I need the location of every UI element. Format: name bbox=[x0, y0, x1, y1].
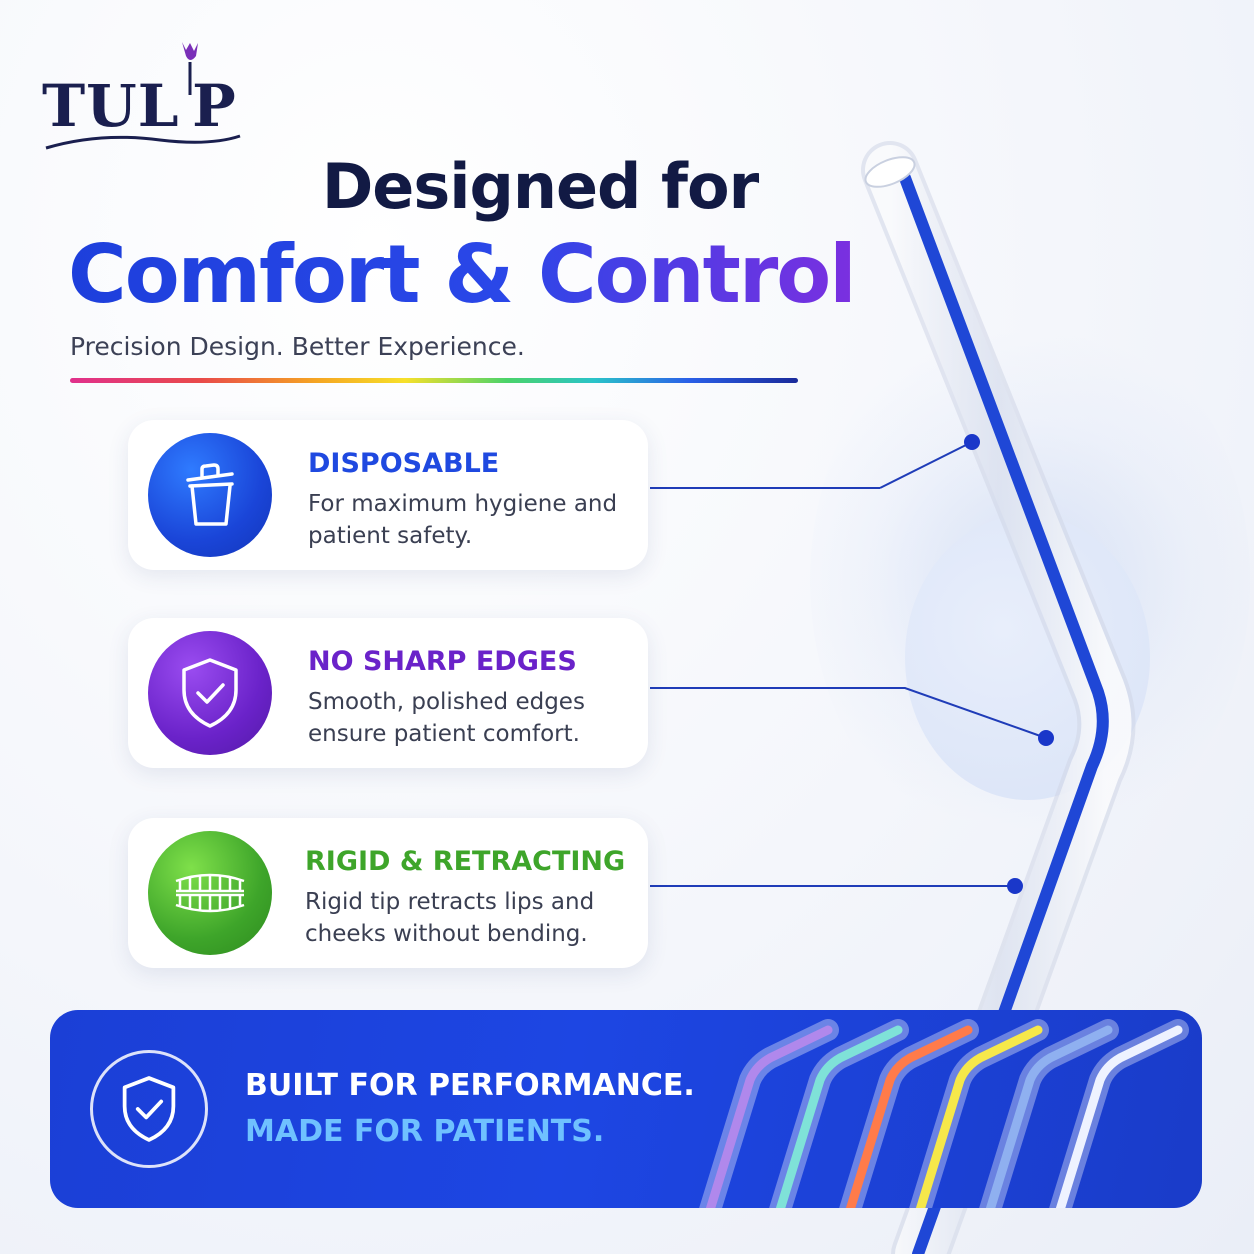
feature-card-rigid-retracting: RIGID & RETRACTING Rigid tip retracts li… bbox=[128, 818, 648, 968]
teeth-icon bbox=[148, 831, 272, 955]
feature-description: Smooth, polished edges ensure patient co… bbox=[308, 689, 585, 747]
feature-title: DISPOSABLE bbox=[308, 448, 500, 479]
performance-banner: BUILT FOR PERFORMANCE. MADE FOR PATIENTS… bbox=[50, 1010, 1202, 1208]
rainbow-divider bbox=[70, 378, 798, 383]
colored-tip-2 bbox=[775, 1025, 903, 1208]
banner-subheadline: MADE FOR PATIENTS. bbox=[245, 1114, 605, 1149]
brand-logo: TUL P bbox=[40, 40, 250, 160]
feature-title: RIGID & RETRACTING bbox=[305, 846, 626, 877]
headline-line-2: Comfort & Control bbox=[68, 228, 857, 321]
colored-tips-illustration bbox=[699, 1019, 1189, 1208]
tulip-flower-icon bbox=[45, 42, 241, 150]
feature-card-disposable: DISPOSABLE For maximum hygiene and patie… bbox=[128, 420, 648, 570]
shield-check-icon bbox=[90, 1050, 208, 1168]
subtitle: Precision Design. Better Experience. bbox=[70, 332, 525, 361]
logo-text: TUL P bbox=[42, 72, 237, 140]
colored-tip-6 bbox=[1055, 1025, 1183, 1208]
colored-tip-5 bbox=[985, 1025, 1113, 1208]
connector-dot-3 bbox=[1007, 878, 1023, 894]
feature-description: For maximum hygiene and patient safety. bbox=[308, 491, 618, 549]
headline-line-1: Designed for bbox=[321, 150, 759, 223]
connector-line-1a bbox=[650, 487, 880, 489]
colored-tip-4 bbox=[915, 1025, 1043, 1208]
connector-dot-2 bbox=[1038, 730, 1054, 746]
banner-headline: BUILT FOR PERFORMANCE. bbox=[245, 1068, 695, 1103]
trash-bin-icon bbox=[148, 433, 272, 557]
feature-description: Rigid tip retracts lips and cheeks witho… bbox=[305, 889, 595, 947]
colored-tip-3 bbox=[845, 1025, 973, 1208]
colored-tip-1 bbox=[705, 1025, 833, 1208]
shield-check-icon bbox=[148, 631, 272, 755]
feature-title: NO SHARP EDGES bbox=[308, 646, 577, 677]
connector-dot-1 bbox=[964, 434, 980, 450]
feature-card-no-sharp-edges: NO SHARP EDGES Smooth, polished edges en… bbox=[128, 618, 648, 768]
